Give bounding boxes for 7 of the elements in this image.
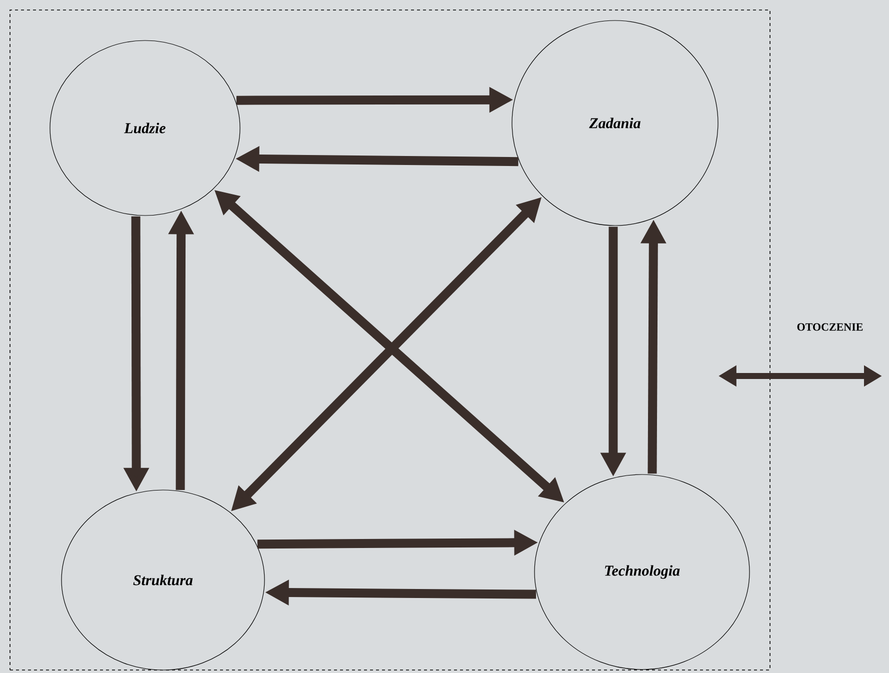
circle-node: Struktura (61, 490, 265, 670)
system-boundary (10, 10, 770, 670)
circle-node: Zadania (512, 20, 718, 226)
node-label: Struktura (133, 574, 193, 586)
circle-node: Ludzie (50, 40, 240, 216)
circle-node: Technologia (534, 474, 750, 670)
environment-label: OTOCZENIE (797, 323, 863, 331)
